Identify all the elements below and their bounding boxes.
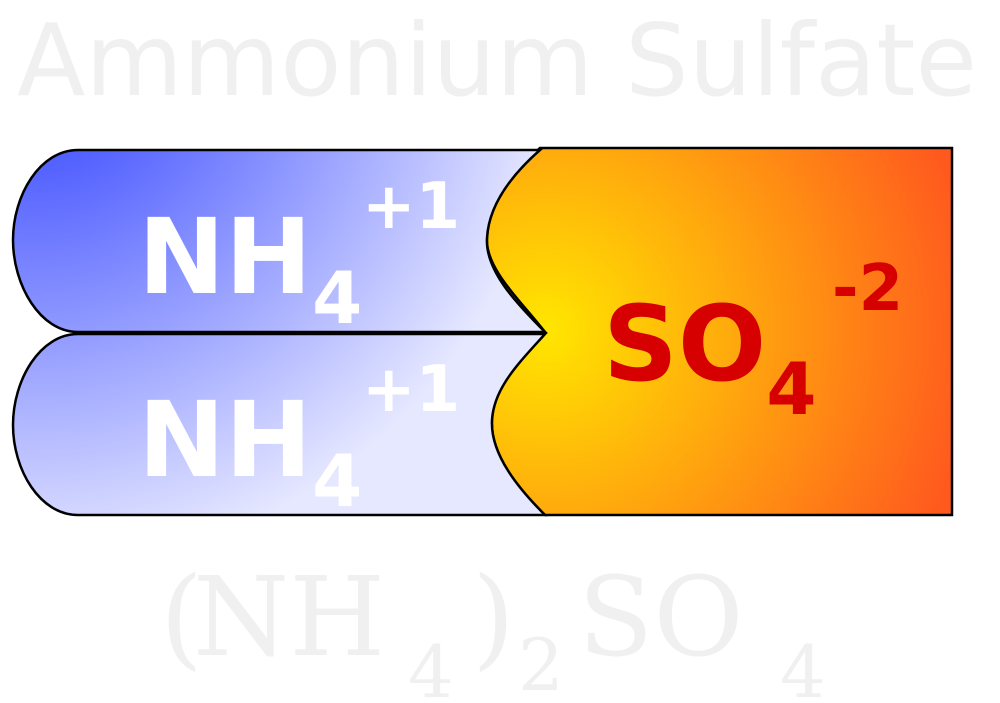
ammonium-2-charge: +1 [362,353,460,427]
ammonium-2-formula: NH4 [138,379,362,523]
formula-close-paren: ) [472,553,515,681]
ammonium-block-2 [11,332,549,517]
formula-anion-symbol: SO [578,553,744,681]
formula-open-paren: ( [160,553,203,681]
ammonium-2-subscript: 4 [312,439,362,523]
formula-anion-subscript: 4 [780,630,826,703]
ammonium-1-symbol: NH [138,196,312,318]
ammonium-1-subscript: 4 [312,256,362,340]
ammonium-1-formula: NH4 [138,196,362,340]
ammonium-2-symbol: NH [138,379,312,501]
sulfate-charge: -2 [832,252,903,326]
cation-group-2: NH4 +1 [11,332,549,523]
chemical-formula: ( NH 4 ) 2 SO 4 [160,553,826,703]
diagram-title: Ammonium Sulfate [17,2,977,119]
ammonium-block-1 [11,148,549,334]
formula-cation-subscript: 4 [408,630,454,703]
sulfate-subscript: 4 [766,347,816,431]
cation-group-1: NH4 +1 [11,148,549,340]
ammonium-1-charge: +1 [362,170,460,244]
sulfate-symbol: SO [603,283,766,405]
sulfate-formula: SO4 [603,283,816,431]
formula-cation-symbol: NH [193,553,385,681]
formula-cation-count: 2 [518,623,564,703]
